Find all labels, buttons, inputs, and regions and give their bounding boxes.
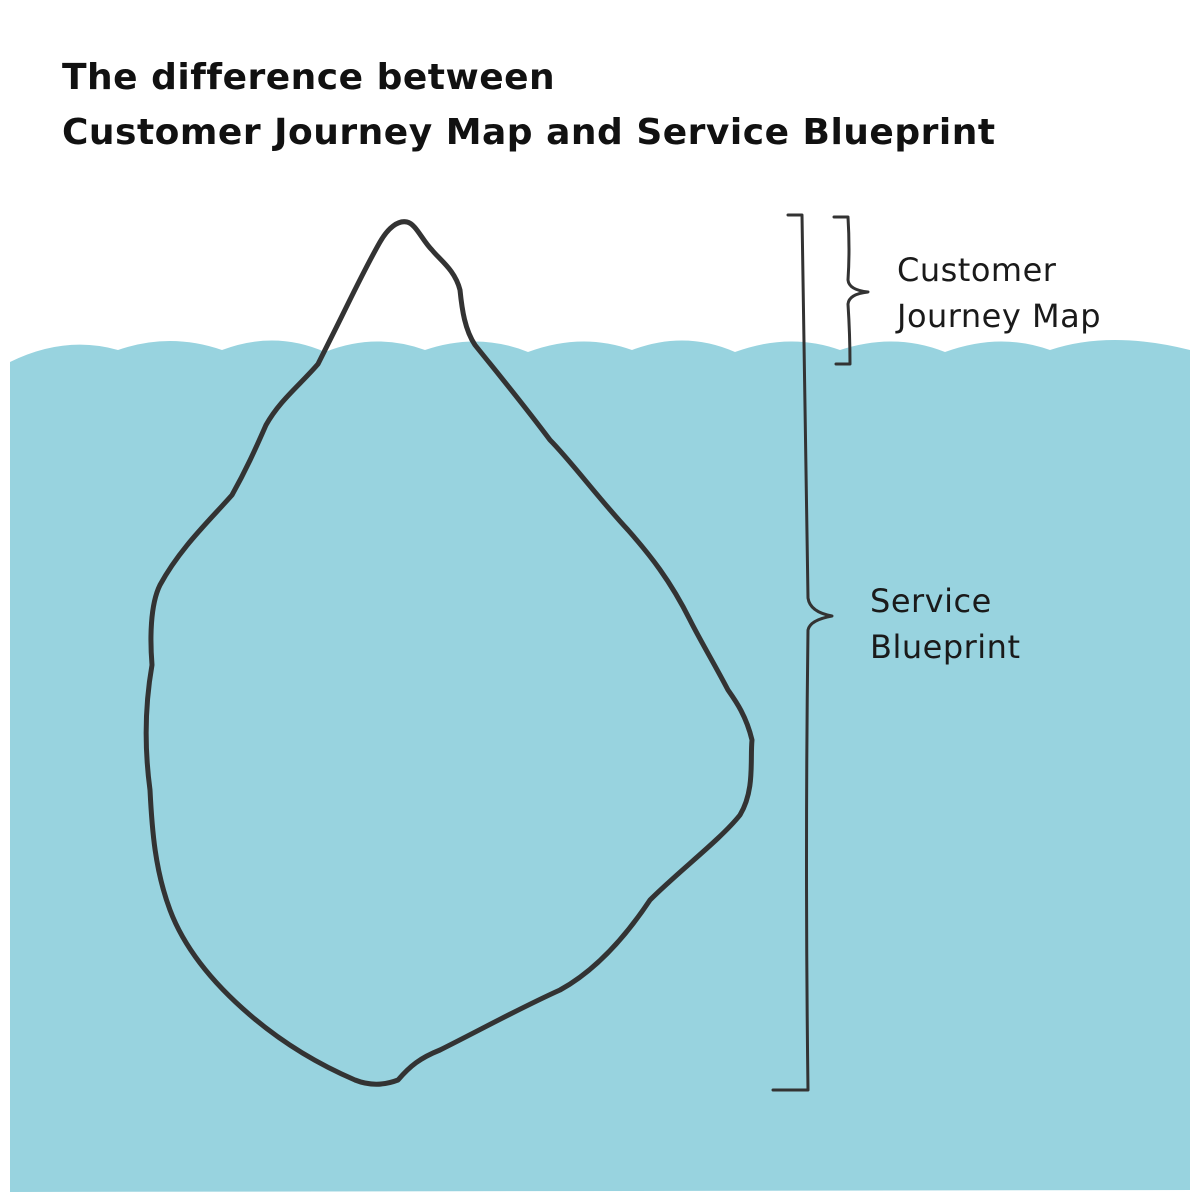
customer-journey-map-label: Customer Journey Map <box>897 247 1101 339</box>
water <box>10 340 1190 1192</box>
customer-journey-map-label-line-2: Journey Map <box>897 297 1101 335</box>
title-line-2: Customer Journey Map and Service Bluepri… <box>62 112 996 153</box>
customer-journey-map-bracket-icon <box>832 215 870 366</box>
title-line-1: The difference between <box>62 57 556 98</box>
diagram-title: The difference between Customer Journey … <box>62 50 996 160</box>
customer-journey-map-label-line-1: Customer <box>897 251 1057 289</box>
service-blueprint-label-line-2: Blueprint <box>870 628 1021 666</box>
service-blueprint-bracket-icon <box>771 213 834 1092</box>
iceberg-outline-icon <box>143 219 755 1087</box>
service-blueprint-label: Service Blueprint <box>870 578 1021 670</box>
service-blueprint-label-line-1: Service <box>870 582 992 620</box>
